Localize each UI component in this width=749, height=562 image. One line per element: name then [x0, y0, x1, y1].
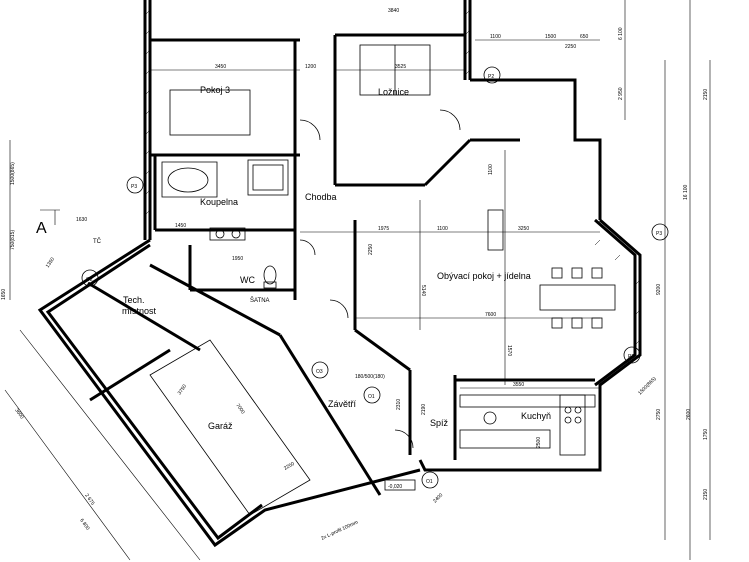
- dim-label: 7000: [234, 403, 245, 416]
- level-marker: -0,020: [388, 484, 402, 490]
- dim-label: 2150: [703, 489, 709, 500]
- tag-label: P2: [628, 354, 634, 360]
- dim-label: 1500(865): [10, 162, 16, 185]
- wall-hatching: [144, 9, 641, 346]
- shower: [247, 159, 289, 196]
- bathtub: [161, 161, 218, 198]
- room-label-spiz: Spíž: [430, 418, 449, 428]
- dim-label: 2 675: [83, 493, 95, 507]
- dim-label: 2500: [536, 437, 542, 448]
- dim-label: 180/500(180): [355, 374, 385, 380]
- dim-label: 1100: [490, 34, 501, 40]
- dim-label: 1100: [437, 226, 448, 232]
- dim-label: 3525: [395, 64, 406, 70]
- dim-label: 1750: [703, 429, 709, 440]
- room-label-tech1: Tech.: [123, 295, 145, 305]
- dim-label: 1650: [1, 289, 7, 300]
- sofa: [487, 209, 504, 251]
- dim-label: 1975: [378, 226, 389, 232]
- dim-label: 1450: [175, 223, 186, 229]
- room-label-satna: ŠATNA: [250, 297, 270, 304]
- room-label-chodba: Chodba: [305, 192, 337, 202]
- section-marker: A: [36, 220, 47, 237]
- tag-label: O1: [368, 394, 375, 400]
- tag-label: P2: [488, 74, 494, 80]
- sink: [209, 227, 246, 241]
- dim-label: 650: [580, 34, 589, 40]
- dim-label: 2250: [368, 244, 374, 255]
- toilet: [263, 265, 277, 289]
- dimension-lines: [4, 0, 711, 561]
- dim-label: 1570: [506, 345, 512, 356]
- dim-label: 2310: [396, 399, 402, 410]
- dim-label: 7600: [485, 312, 496, 318]
- dim-label: 2190: [421, 404, 427, 415]
- door-swings: [299, 109, 461, 449]
- dim-label: 1200: [305, 64, 316, 70]
- dim-label: 3750: [177, 383, 188, 396]
- room-label-wc: WC: [240, 275, 255, 285]
- tag-label: O3: [316, 369, 323, 375]
- exterior-walls: [37, 0, 642, 548]
- room-label-tech2: místnost: [122, 306, 157, 316]
- bed-pokoj3: [169, 89, 251, 136]
- dim-label: 6 800: [78, 518, 90, 532]
- room-label-zadveri: Závětří: [328, 399, 357, 409]
- dim-label: 1350: [45, 256, 56, 269]
- dim-label: 2150: [703, 89, 709, 100]
- window-tags: [81, 66, 669, 489]
- room-label-pokoj3: Pokoj 3: [200, 85, 230, 95]
- dining-table: [539, 267, 616, 329]
- dim-label: 2400: [432, 492, 444, 504]
- dim-label: 1100: [488, 164, 494, 175]
- dim-label: 9200: [656, 284, 662, 295]
- dim-label: 3600: [13, 408, 24, 421]
- dim-label: 2600: [686, 409, 692, 420]
- tag-label: P3: [131, 184, 137, 190]
- dim-label: 1950: [232, 256, 243, 262]
- tag-label: P3: [656, 231, 662, 237]
- dim-label: 2750: [656, 409, 662, 420]
- dim-label: 5140: [420, 285, 426, 296]
- tag-label: O1: [426, 479, 433, 485]
- room-label-koupelna: Koupelna: [200, 197, 238, 207]
- dim-label: 16 100: [683, 184, 689, 200]
- dim-label: 2250: [283, 461, 296, 472]
- dim-label: 1500: [545, 34, 556, 40]
- dim-label: 1630: [76, 217, 87, 223]
- interior-walls: [87, 33, 595, 496]
- room-label-garaz: Garáž: [208, 421, 233, 431]
- room-label-loznice: Ložnice: [378, 87, 409, 97]
- room-label-obyvaci: Obývací pokoj + jídelna: [437, 271, 531, 281]
- dim-label: 1500(865): [637, 376, 658, 397]
- tag-label: O2: [86, 277, 93, 283]
- steps-note: 2x L-profil 100mm: [320, 519, 359, 541]
- dim-label: 3840: [388, 8, 399, 14]
- room-label-kuchyn: Kuchyň: [521, 411, 551, 421]
- bed-loznice: [359, 44, 431, 96]
- dim-label: 3250: [518, 226, 529, 232]
- dim-label: 2 950: [618, 87, 624, 100]
- dim-label: 3450: [215, 64, 226, 70]
- dim-label: 750(815): [10, 230, 16, 250]
- kitchen-counter: [459, 394, 596, 456]
- dim-label: 6 100: [618, 27, 624, 40]
- dim-label: 2250: [565, 44, 576, 50]
- dim-label: 3550: [513, 382, 524, 388]
- heat-pump-label: TČ: [93, 238, 102, 245]
- car-outline: [149, 339, 311, 516]
